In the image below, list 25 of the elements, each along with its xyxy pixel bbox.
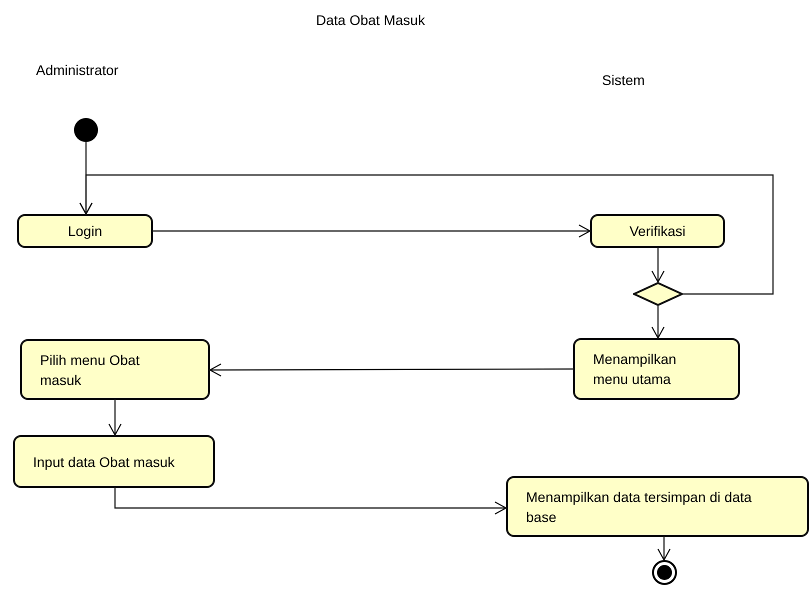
action-text: Verifikasi (629, 222, 686, 241)
action-box (506, 476, 809, 537)
action-text: Menampilkan menu utama (593, 350, 678, 389)
final-node (652, 560, 677, 585)
initial-node (74, 118, 98, 142)
action-box (573, 338, 740, 400)
action-box (17, 214, 153, 248)
swimlane-label: Sistem (602, 71, 645, 90)
diagram-title: Data Obat Masuk (316, 11, 425, 30)
action-text: Login (68, 222, 102, 241)
flow-arrow (79, 174, 774, 295)
action-box (590, 214, 725, 248)
action-text: Pilih menu Obat masuk (40, 350, 141, 390)
flow-arrow (651, 306, 665, 339)
action-box (20, 339, 210, 400)
flow-arrow (657, 537, 671, 561)
action-box (13, 435, 215, 488)
flow-arrow (209, 363, 573, 377)
flow-arrow (108, 400, 122, 436)
action-text: Menampilkan data tersimpan di data base (526, 488, 753, 526)
flow-arrow (153, 224, 591, 238)
swimlane-label: Administrator (36, 61, 118, 80)
flow-arrow (651, 248, 665, 283)
flow-arrow (114, 488, 507, 515)
action-text: Input data Obat masuk (33, 452, 175, 472)
